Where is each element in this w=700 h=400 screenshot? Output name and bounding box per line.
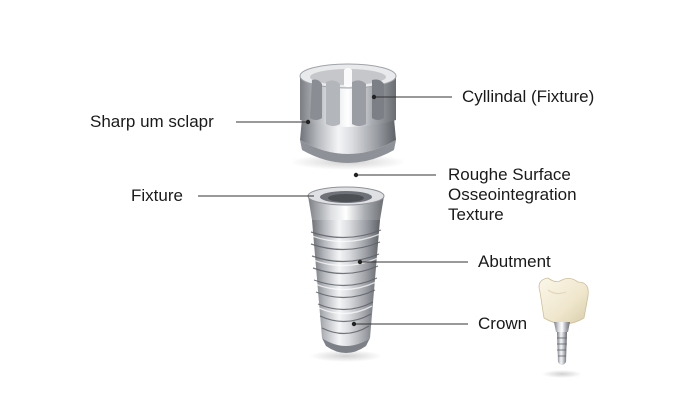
label-crown: Crown	[478, 314, 528, 333]
leader-lines	[198, 96, 468, 325]
label-rough-line2: Osseointegration	[448, 185, 577, 204]
label-sharp: Sharp um sclapr	[90, 112, 214, 131]
abutment-cap	[290, 63, 406, 170]
label-rough-surface: Roughe Surface Osseointegration Texture	[448, 165, 577, 225]
implant-screw	[307, 186, 385, 362]
label-cylindal-fixture: Cyllindal (Fixture)	[462, 87, 595, 106]
label-rough-line1: Roughe Surface	[448, 165, 571, 184]
leader-dots	[305, 94, 377, 327]
crown-model	[538, 277, 589, 378]
label-fixture: Fixture	[131, 186, 183, 205]
label-rough-line3: Texture	[448, 205, 504, 224]
label-abutment: Abutment	[478, 252, 551, 271]
